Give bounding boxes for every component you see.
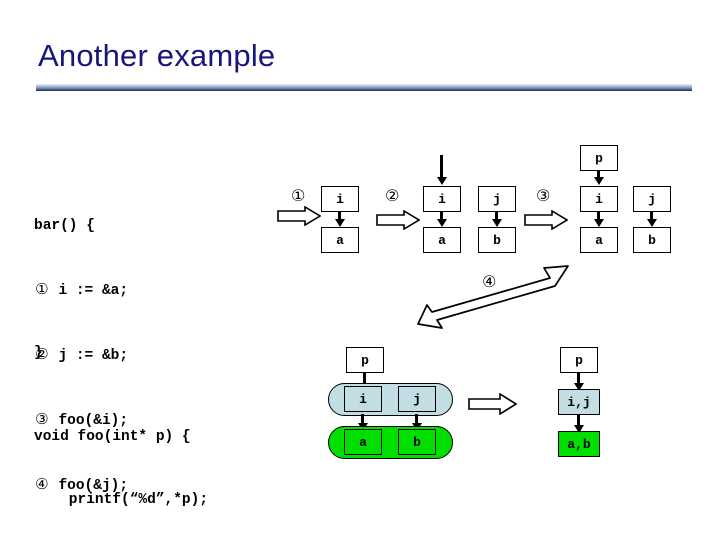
- stage-arrow-4-icon: [417, 265, 569, 329]
- code-line-text: printf(“%d”,*p);: [34, 492, 209, 508]
- stage2-box-i: i: [423, 186, 461, 212]
- summary-left-box-b: b: [398, 429, 436, 455]
- stage-arrow-1-icon: [277, 206, 321, 226]
- stage3-box-a: a: [580, 227, 618, 253]
- code-line-text: void foo(int* p) {: [34, 429, 191, 445]
- stage-arrow-3-icon: [524, 210, 568, 230]
- summary-right-edge-ij-to-ab: [577, 415, 580, 428]
- stage-label-1: ①: [291, 186, 306, 205]
- code-line: bar() {: [34, 216, 215, 237]
- step-marker-2: ②: [35, 345, 49, 363]
- stage3-edge-i-to-a: [597, 212, 600, 221]
- stage3-box-p: p: [580, 145, 618, 171]
- code-block-bar: bar() { ① i := &a; ② j := &b; ③ foo(&i);…: [34, 174, 215, 540]
- step-marker-3: ③: [35, 410, 49, 428]
- stage2-edge-j-to-b: [495, 212, 498, 221]
- stage3-edge-p-to-i-head-icon: [594, 177, 604, 185]
- summary-left-edge-j-to-b: [415, 414, 418, 426]
- summary-right-box-ij: i,j: [558, 389, 600, 415]
- stage3-edge-j-to-b-head-icon: [647, 219, 657, 227]
- stage3-box-b: b: [633, 227, 671, 253]
- stage1-edge-i-to-a-head-icon: [335, 219, 345, 227]
- code-block-bar-close: }: [34, 345, 43, 361]
- code-line: ④ foo(&j);: [34, 474, 215, 497]
- code-line: ① i := &a;: [34, 279, 215, 302]
- stage2-box-a: a: [423, 227, 461, 253]
- stage-label-3: ③: [536, 186, 551, 205]
- stage-arrow-2-icon: [376, 210, 420, 230]
- page-title: Another example: [38, 38, 276, 73]
- stage3-box-i: i: [580, 186, 618, 212]
- summary-right-edge-ij-to-ab-head-icon: [574, 425, 584, 433]
- summary-left-box-a: a: [344, 429, 382, 455]
- code-line-text: bar() {: [34, 218, 95, 234]
- summary-left-box-p: p: [346, 347, 384, 373]
- stage2-edge-j-to-b-head-icon: [492, 219, 502, 227]
- stage2-edge-i-to-a-head-icon: [437, 219, 447, 227]
- stage3-box-j: j: [633, 186, 671, 212]
- code-line: ② j := &b;: [34, 344, 215, 367]
- summary-right-edge-p-to-ij: [577, 373, 580, 386]
- code-line: ③ foo(&i);: [34, 409, 215, 432]
- summary-right-box-ab: a,b: [558, 431, 600, 457]
- code-line-text: foo(&j);: [58, 478, 129, 494]
- code-block-foo: void foo(int* p) { printf(“%d”,*p); }: [34, 385, 208, 540]
- summary-left-box-j: j: [398, 386, 436, 412]
- step-marker-4: ④: [35, 475, 49, 493]
- stage3-edge-p-to-i: [597, 171, 600, 179]
- step-marker-1: ①: [35, 280, 49, 298]
- summary-left-box-i: i: [344, 386, 382, 412]
- stage2-box-j: j: [478, 186, 516, 212]
- code-line-text: j := &b;: [58, 348, 129, 364]
- stage2-incoming-edge: [440, 155, 443, 179]
- stage2-edge-i-to-a: [440, 212, 443, 221]
- stage3-edge-i-to-a-head-icon: [594, 219, 604, 227]
- summary-transition-arrow-icon: [468, 393, 518, 415]
- stage-label-4: ④: [482, 272, 497, 291]
- title-divider: [36, 84, 692, 91]
- stage2-incoming-edge-head-icon: [437, 177, 447, 185]
- stage1-box-a: a: [321, 227, 359, 253]
- stage1-edge-i-to-a: [338, 212, 341, 221]
- stage-label-2: ②: [385, 186, 400, 205]
- summary-right-box-p: p: [560, 347, 598, 373]
- summary-right-edge-p-to-ij-head-icon: [574, 383, 584, 391]
- stage3-edge-j-to-b: [650, 212, 653, 221]
- stage2-box-b: b: [478, 227, 516, 253]
- code-line-text: foo(&i);: [58, 413, 129, 429]
- stage1-box-i: i: [321, 186, 359, 212]
- summary-left-edge-i-to-a: [361, 414, 364, 426]
- code-line-text: i := &a;: [58, 283, 129, 299]
- summary-left-edge-p-to-group: [363, 373, 366, 385]
